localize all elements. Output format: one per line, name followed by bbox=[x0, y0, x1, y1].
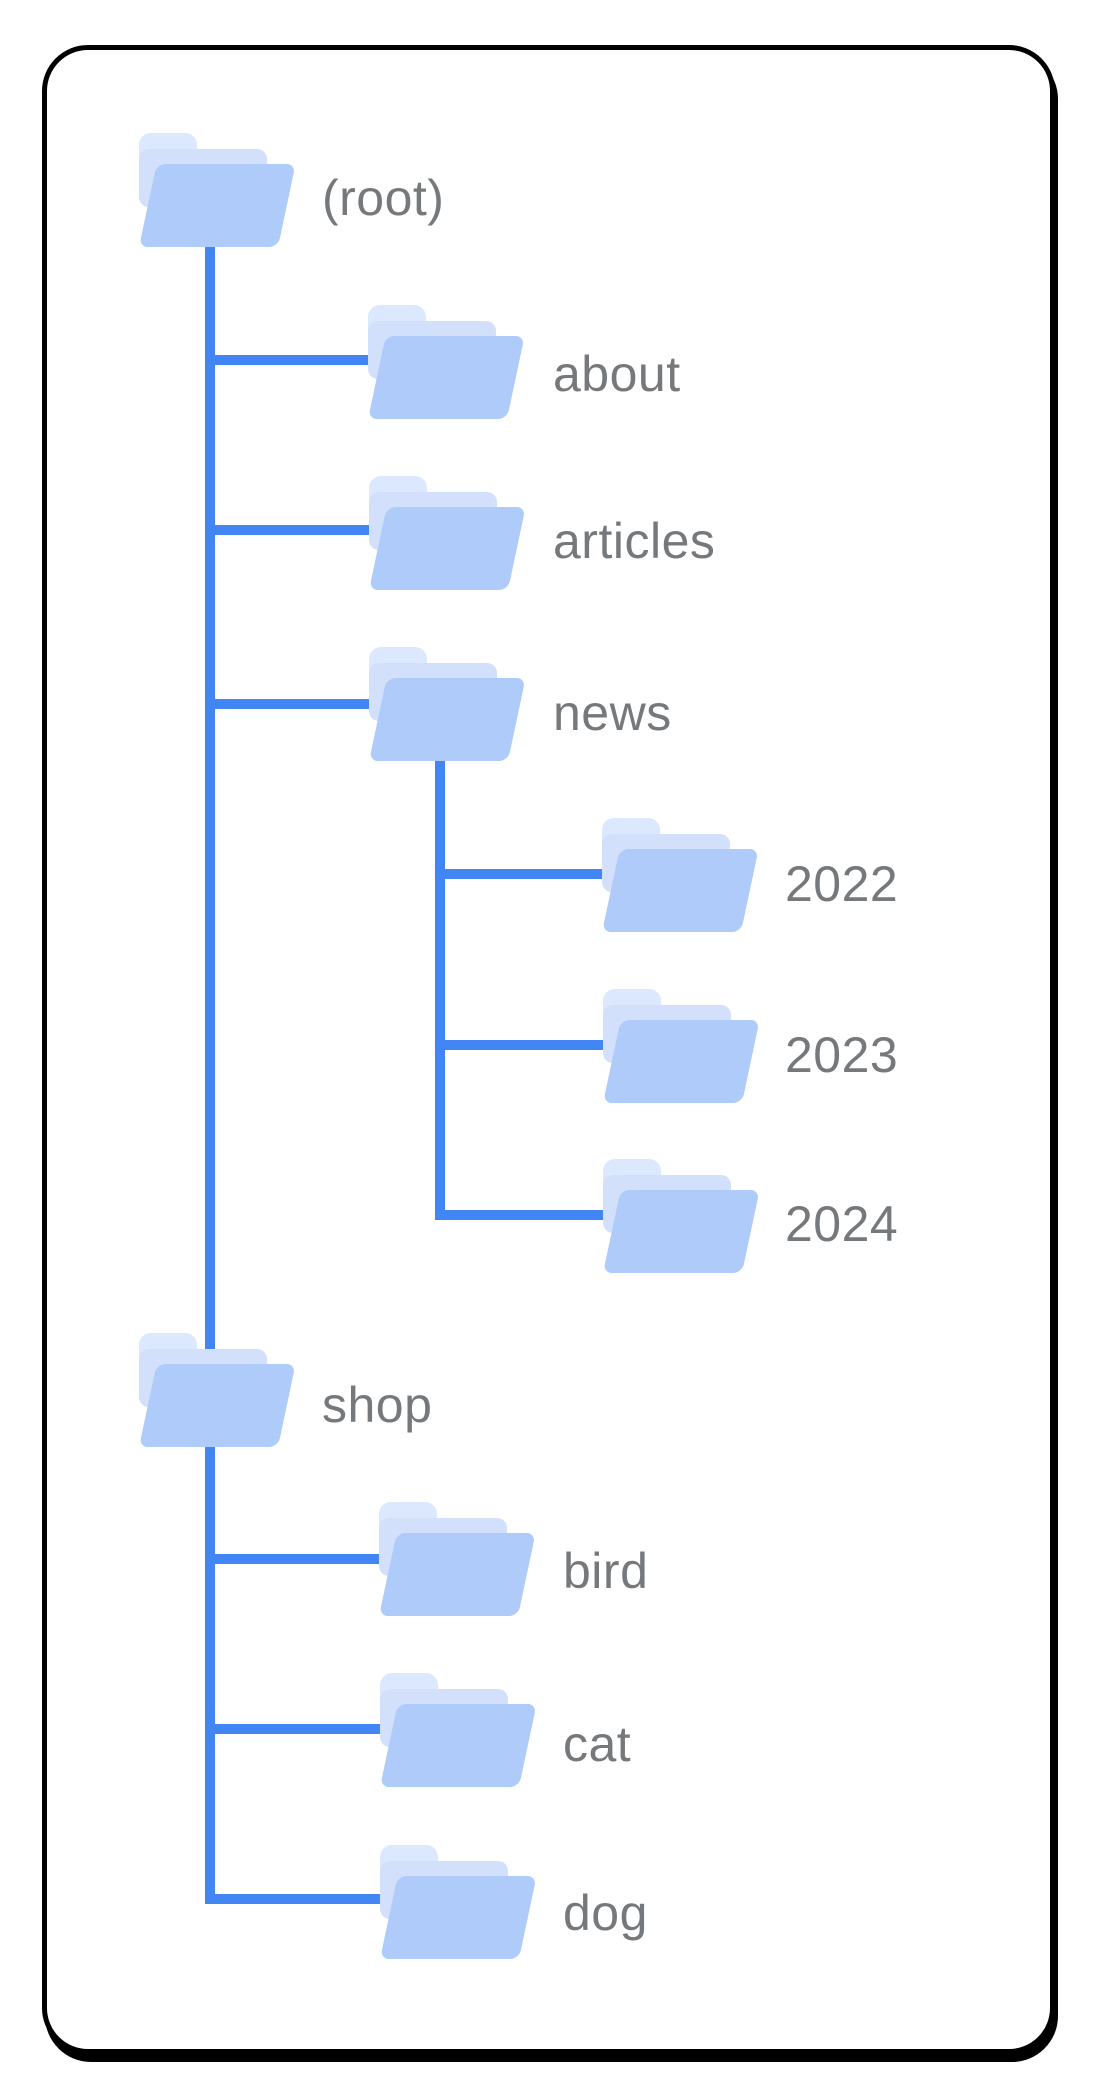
branch-line-2024 bbox=[435, 1210, 615, 1220]
branch-line-2022 bbox=[435, 869, 615, 879]
node-label-root: (root) bbox=[322, 170, 445, 226]
branch-line-cat bbox=[205, 1724, 390, 1734]
node-label-about: about bbox=[553, 346, 681, 402]
folder-icon-about bbox=[368, 305, 528, 419]
branch-line-dog bbox=[205, 1894, 390, 1904]
root-trunk-line bbox=[205, 246, 215, 1904]
folder-front bbox=[380, 1876, 537, 1959]
node-label-2023: 2023 bbox=[785, 1027, 899, 1083]
folder-front bbox=[379, 1533, 536, 1616]
folder-icon-articles bbox=[369, 476, 529, 590]
branch-line-bird bbox=[205, 1554, 390, 1564]
branch-line-about bbox=[205, 355, 380, 365]
folder-icon-2023 bbox=[603, 989, 763, 1103]
folder-front bbox=[603, 1190, 760, 1273]
folder-front bbox=[139, 164, 296, 247]
node-label-2022: 2022 bbox=[785, 856, 899, 912]
folder-front bbox=[139, 1364, 296, 1447]
folder-icon-cat bbox=[380, 1673, 540, 1787]
branch-line-news bbox=[205, 699, 380, 709]
node-label-dog: dog bbox=[563, 1885, 648, 1941]
folder-front bbox=[380, 1704, 537, 1787]
node-label-articles: articles bbox=[553, 513, 716, 569]
folder-icon-2024 bbox=[603, 1159, 763, 1273]
folder-icon-root bbox=[139, 133, 299, 247]
branch-line-2023 bbox=[435, 1040, 615, 1050]
folder-icon-bird bbox=[379, 1502, 539, 1616]
folder-icon-2022 bbox=[602, 818, 762, 932]
node-label-news: news bbox=[553, 685, 672, 741]
folder-icon-shop bbox=[139, 1333, 299, 1447]
folder-front bbox=[602, 849, 759, 932]
node-label-bird: bird bbox=[563, 1543, 649, 1599]
folder-front bbox=[368, 336, 525, 419]
node-label-cat: cat bbox=[563, 1716, 632, 1772]
folder-front bbox=[603, 1020, 760, 1103]
folder-icon-news bbox=[369, 647, 529, 761]
folder-front bbox=[369, 507, 526, 590]
news-trunk-line bbox=[435, 760, 445, 1220]
node-label-shop: shop bbox=[322, 1377, 433, 1433]
folder-icon-dog bbox=[380, 1845, 540, 1959]
node-label-2024: 2024 bbox=[785, 1196, 899, 1252]
branch-line-articles bbox=[205, 525, 380, 535]
folder-front bbox=[369, 678, 526, 761]
